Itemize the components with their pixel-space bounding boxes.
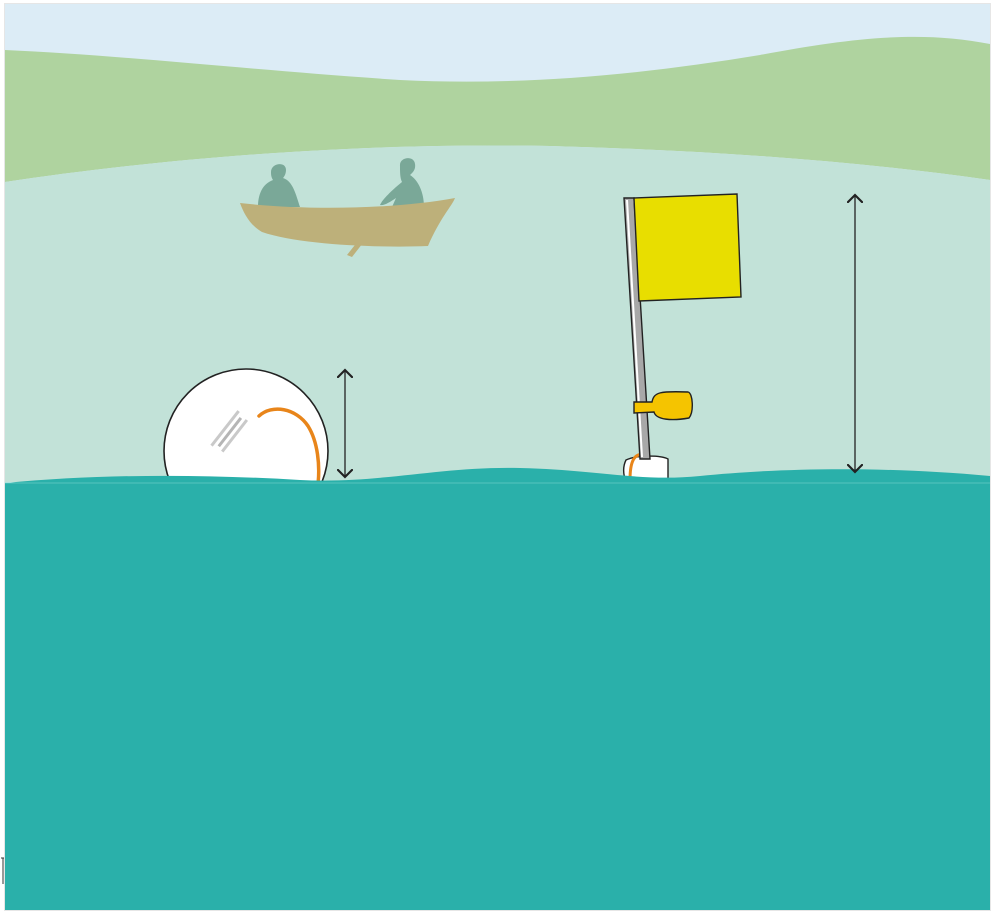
rowing-boat xyxy=(240,158,455,257)
flag-marker-buoy xyxy=(623,193,742,483)
flag-bracket xyxy=(633,391,693,421)
fisherman-right xyxy=(380,158,424,207)
distant-hills xyxy=(5,36,990,182)
yellow-flag xyxy=(633,193,742,302)
flag-pole-highlight xyxy=(626,199,643,458)
water-surface xyxy=(5,467,990,910)
round-buoy-body xyxy=(163,368,329,482)
boat-hull xyxy=(240,198,455,247)
fisherman-left xyxy=(258,164,300,207)
lake-distance xyxy=(5,145,990,483)
round-buoy-rope xyxy=(257,407,321,482)
round-marker-buoy xyxy=(163,368,329,482)
buoy-label-marking xyxy=(210,410,249,453)
